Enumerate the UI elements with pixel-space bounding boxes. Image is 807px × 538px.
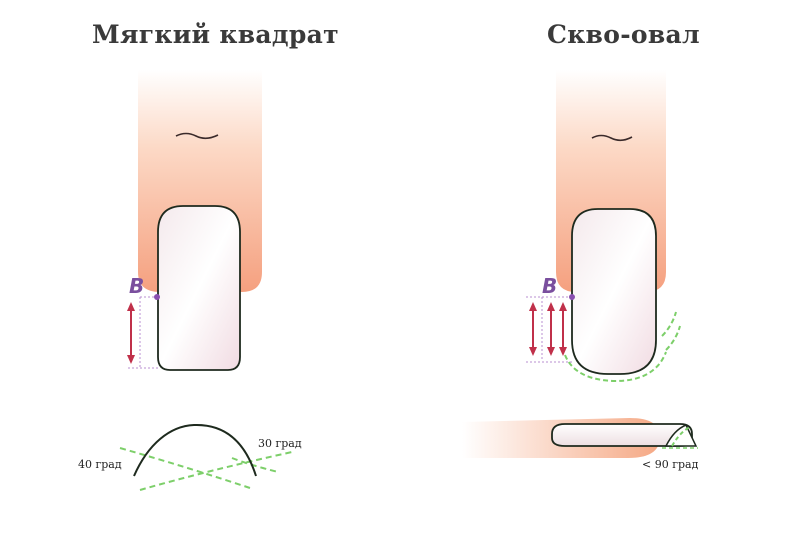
side-nail-tip-angle (664, 424, 698, 447)
label-b-right: B (542, 274, 557, 298)
green-outline-side-2 (665, 325, 681, 351)
guide-line-40 (119, 447, 251, 489)
angle-label-30: 30 град (258, 437, 302, 450)
arrow-down-head-left (127, 355, 135, 364)
green-outline-tip (564, 351, 667, 383)
point-b-right (569, 294, 575, 300)
nail-arch-curve (133, 423, 257, 477)
arrow-down-head-right-3 (559, 347, 567, 356)
squoval-green-guides (564, 311, 681, 383)
measure-guide-right: B (526, 274, 575, 363)
nail-soft-square (157, 205, 241, 371)
finger-wrinkle-right (591, 134, 633, 142)
arrow-up-head-right-2 (547, 302, 555, 311)
angle-label-40: 40 град (78, 458, 122, 471)
squoval-finger (556, 70, 666, 375)
arrow-down-head-right-1 (529, 347, 537, 356)
arrow-down-head-right-2 (547, 347, 555, 356)
title-squoval: Скво-овал (547, 20, 700, 49)
green-outline-side (661, 311, 677, 337)
side-green-guide (671, 426, 691, 447)
angle-label-90: < 90 град (642, 458, 699, 471)
label-b-left: B (129, 274, 144, 298)
point-b-left (154, 294, 160, 300)
cross-section-left: 40 град 30 град (78, 423, 302, 491)
finger-wrinkle-left (175, 132, 219, 140)
guide-line-30 (139, 451, 293, 491)
arrow-up-head-right-1 (529, 302, 537, 311)
title-soft-square: Мягкий квадрат (92, 20, 339, 49)
nail-squoval (571, 208, 657, 375)
arrow-up-head-left (127, 302, 135, 311)
measure-guide-left: B (127, 274, 160, 369)
side-view-right: < 90 град (462, 418, 699, 471)
arrow-up-head-right-3 (559, 302, 567, 311)
soft-square-finger (138, 70, 262, 371)
